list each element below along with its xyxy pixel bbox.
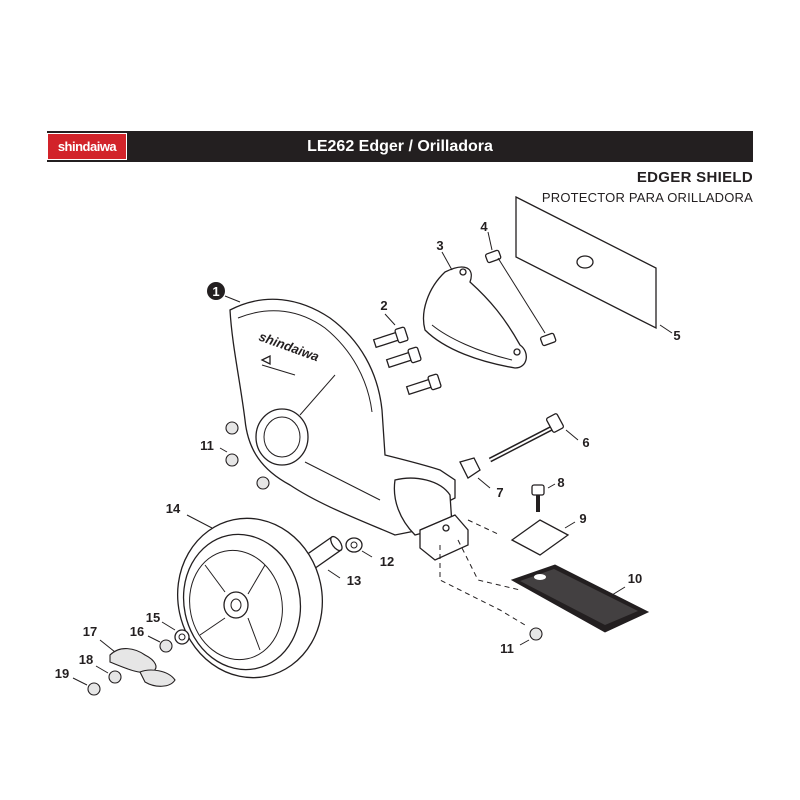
- header-bar: [47, 131, 753, 162]
- mount-block: [419, 514, 469, 561]
- part-7-clip: [459, 457, 491, 489]
- callout-9: 9: [579, 511, 586, 526]
- callout-5: 5: [673, 328, 680, 343]
- part-18-nut: [95, 665, 122, 684]
- part-17-wing-nut: [99, 639, 176, 687]
- part-14-wheel: [176, 514, 324, 679]
- callout-2: 2: [380, 298, 387, 313]
- part-19-nut: [72, 677, 101, 696]
- part-8-screw: [531, 483, 556, 512]
- brand-logo: shindaiwa: [47, 133, 127, 160]
- part-1-shield: shindaiwa: [229, 298, 456, 536]
- callout-4: 4: [480, 219, 488, 234]
- callout-16: 16: [130, 624, 144, 639]
- part-10-guard-plate: [510, 564, 650, 633]
- part-3-bracket: [422, 251, 527, 369]
- assembly-dashed-lines: [439, 519, 526, 626]
- callout-14: 14: [166, 501, 181, 516]
- callout-3: 3: [436, 238, 443, 253]
- page-title: LE262 Edger / Orilladora: [307, 138, 493, 155]
- section-subtitle: PROTECTOR PARA ORILLADORA: [541, 190, 753, 205]
- callout-18: 18: [79, 652, 93, 667]
- callout-13: 13: [347, 573, 361, 588]
- callout-8: 8: [557, 475, 564, 490]
- callout-12: 12: [380, 554, 394, 569]
- part-9-plate: [510, 519, 576, 556]
- callout-1-marker: [207, 282, 225, 300]
- part-16-nut: [147, 635, 173, 653]
- callout-19: 19: [55, 666, 69, 681]
- callout-6: 6: [582, 435, 589, 450]
- part-11-nuts: [219, 421, 543, 646]
- part-5-blade: [515, 195, 673, 334]
- callout-11b: 11: [500, 641, 514, 656]
- callout-11a: 11: [200, 438, 214, 453]
- part-4-screws: [484, 231, 557, 347]
- brand-logo-text: shindaiwa: [57, 139, 117, 154]
- callout-1: 1: [212, 284, 219, 299]
- callout-15: 15: [146, 610, 160, 625]
- part-15-washer: [161, 621, 190, 645]
- part-6-long-bolt: [488, 413, 579, 463]
- callout-7: 7: [496, 485, 503, 500]
- callout-17: 17: [83, 624, 97, 639]
- part-12-washer: [345, 537, 373, 558]
- part-2-bolts: [372, 313, 442, 396]
- section-title: EDGER SHIELD: [636, 169, 753, 186]
- callout-10: 10: [628, 571, 642, 586]
